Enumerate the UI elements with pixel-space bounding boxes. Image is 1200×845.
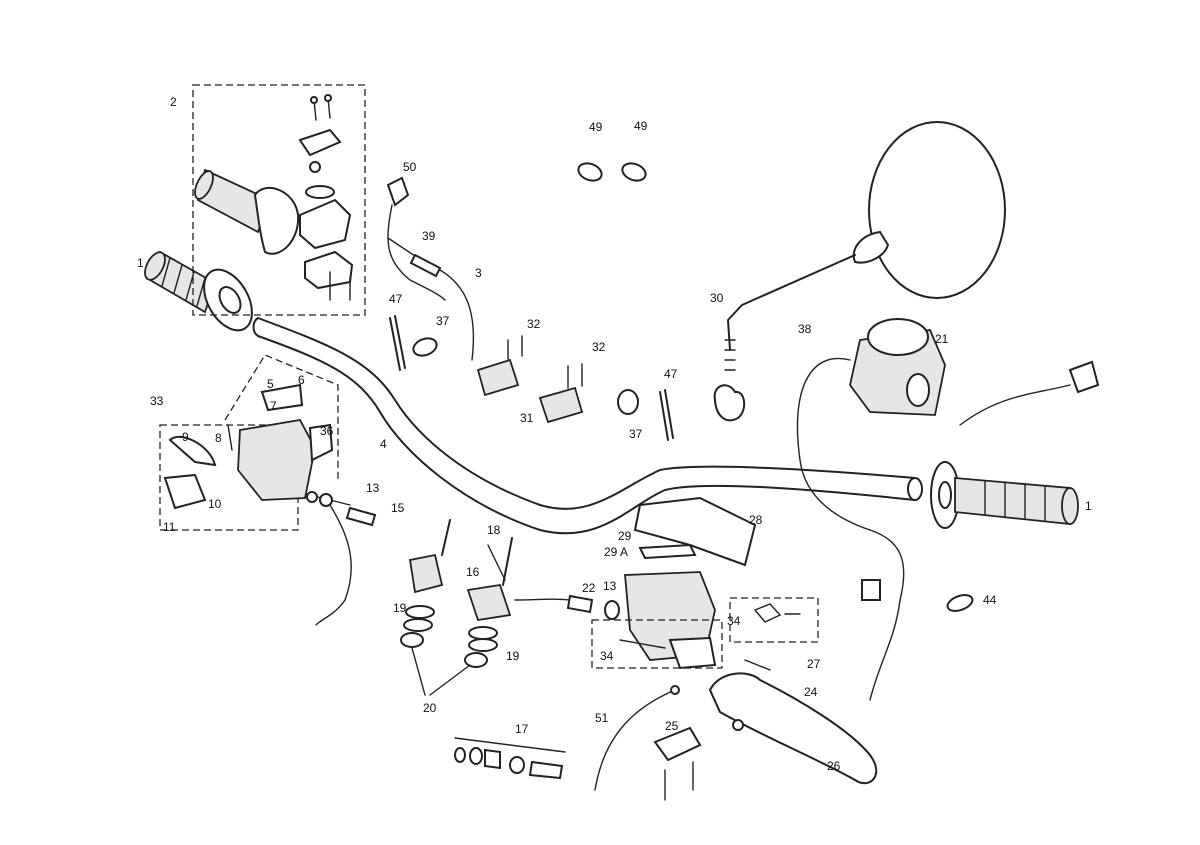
callout-21: 21 <box>935 332 949 346</box>
right-switch-assembly <box>796 318 1100 701</box>
callout-11: 11 <box>163 520 176 534</box>
callout-9: 9 <box>182 430 189 444</box>
brake-bolt-box <box>591 619 723 669</box>
callout-28: 28 <box>749 513 763 527</box>
lever-clamps <box>400 519 513 696</box>
callout-24: 24 <box>804 685 818 699</box>
callout-1a: 1 <box>137 256 144 270</box>
callout-38: 38 <box>798 322 812 336</box>
callout-8: 8 <box>215 431 222 445</box>
callout-16: 16 <box>466 565 480 579</box>
callout-3: 3 <box>475 266 482 280</box>
callout-2: 2 <box>170 95 177 109</box>
left-grip <box>144 250 253 332</box>
callout-37b: 37 <box>629 427 643 441</box>
callout-32b: 32 <box>592 340 606 354</box>
callout-5: 5 <box>267 377 274 391</box>
callout-4: 4 <box>380 437 387 451</box>
callout-19b: 19 <box>506 649 520 663</box>
callout-labels: 1 1 2 3 4 5 6 7 8 9 10 11 13 13 15 16 17… <box>137 95 1092 773</box>
right-grip <box>930 461 1079 529</box>
hardware-kit <box>454 737 566 780</box>
callout-47b: 47 <box>664 367 678 381</box>
throttle-cable <box>386 176 475 361</box>
callout-19a: 19 <box>393 601 407 615</box>
callout-20: 20 <box>423 701 437 715</box>
callout-13a: 13 <box>366 481 380 495</box>
clutch-master-assembly <box>163 383 377 626</box>
callout-22: 22 <box>582 581 596 595</box>
cable-ties <box>389 162 974 612</box>
mirror <box>713 121 1006 422</box>
callout-34b: 34 <box>600 649 614 663</box>
callout-18: 18 <box>487 523 501 537</box>
handlebar-tube <box>252 317 923 535</box>
brake-master-assembly <box>514 496 757 670</box>
callout-37a: 37 <box>436 314 450 328</box>
callout-39: 39 <box>422 229 436 243</box>
callout-1b: 1 <box>1085 499 1092 513</box>
callout-49b: 49 <box>634 119 648 133</box>
callout-6: 6 <box>298 373 305 387</box>
callout-31: 31 <box>520 411 534 425</box>
callout-36: 36 <box>320 424 334 438</box>
callout-33: 33 <box>150 394 164 408</box>
callout-17: 17 <box>515 722 529 736</box>
callout-27: 27 <box>807 657 821 671</box>
callout-51: 51 <box>595 711 609 725</box>
callout-29: 29 <box>618 529 632 543</box>
callout-32a: 32 <box>527 317 541 331</box>
callout-25: 25 <box>665 719 679 733</box>
callout-26: 26 <box>827 759 841 773</box>
callout-49a: 49 <box>589 120 603 134</box>
callout-30: 30 <box>710 291 724 305</box>
left-switch-box-inner <box>224 354 339 480</box>
callout-13b: 13 <box>603 579 617 593</box>
callout-44: 44 <box>983 593 997 607</box>
brake-switch <box>753 603 801 623</box>
callout-50: 50 <box>403 160 417 174</box>
handlebar-clamps <box>476 335 584 424</box>
callout-15: 15 <box>391 501 405 515</box>
throttle-assembly <box>194 94 354 301</box>
throttle-assembly-box <box>192 84 366 316</box>
callout-29a: 29 A <box>604 545 628 559</box>
callout-47a: 47 <box>389 292 403 306</box>
callout-10: 10 <box>208 497 222 511</box>
switch-clamp <box>594 685 702 801</box>
callout-7: 7 <box>270 399 277 413</box>
callout-34a: 34 <box>727 614 741 628</box>
brake-switch-box <box>729 597 819 643</box>
brake-lever <box>708 659 878 785</box>
